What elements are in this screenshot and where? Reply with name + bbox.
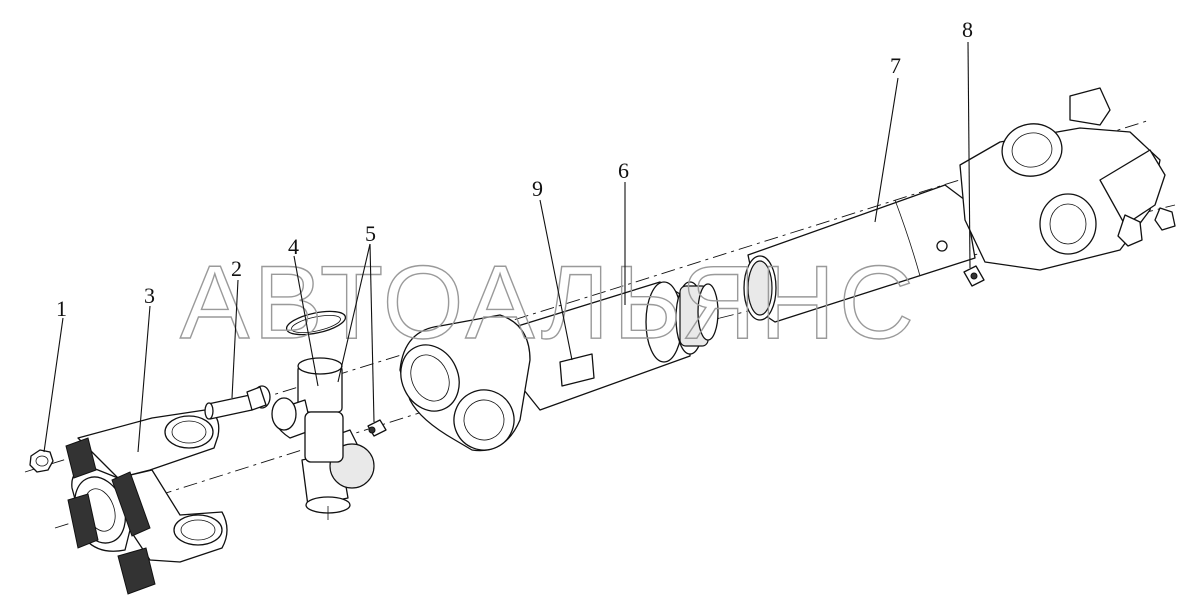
callout-9: 9 (532, 176, 543, 201)
part-5-grease-fitting (367, 419, 387, 437)
leader-lines (43, 41, 971, 453)
part-9-label-plate (559, 353, 595, 387)
callout-4: 4 (288, 234, 299, 259)
callout-6: 6 (618, 158, 629, 183)
part-5-cross-spider (271, 357, 375, 520)
part-3-flange-yoke (65, 409, 228, 595)
callout-2: 2 (231, 256, 242, 281)
part-2-bolt (204, 385, 271, 420)
part-1-nut (29, 449, 54, 473)
callout-3: 3 (144, 283, 155, 308)
callout-5: 5 (365, 221, 376, 246)
part-6-slip-yoke-shaft (399, 281, 719, 452)
part-7-weld-yoke (959, 87, 1176, 271)
callout-8: 8 (962, 17, 973, 42)
part-8-grease-fitting (963, 265, 985, 287)
callout-1: 1 (56, 296, 67, 321)
part-4-snap-ring (285, 310, 347, 336)
watermark-text: АВТОАЛЬЯНС (180, 245, 918, 361)
callout-numbers: 1 3 2 4 5 9 6 7 8 (56, 17, 973, 321)
part-7-tube-shaft (743, 184, 976, 323)
callout-7: 7 (890, 53, 901, 78)
